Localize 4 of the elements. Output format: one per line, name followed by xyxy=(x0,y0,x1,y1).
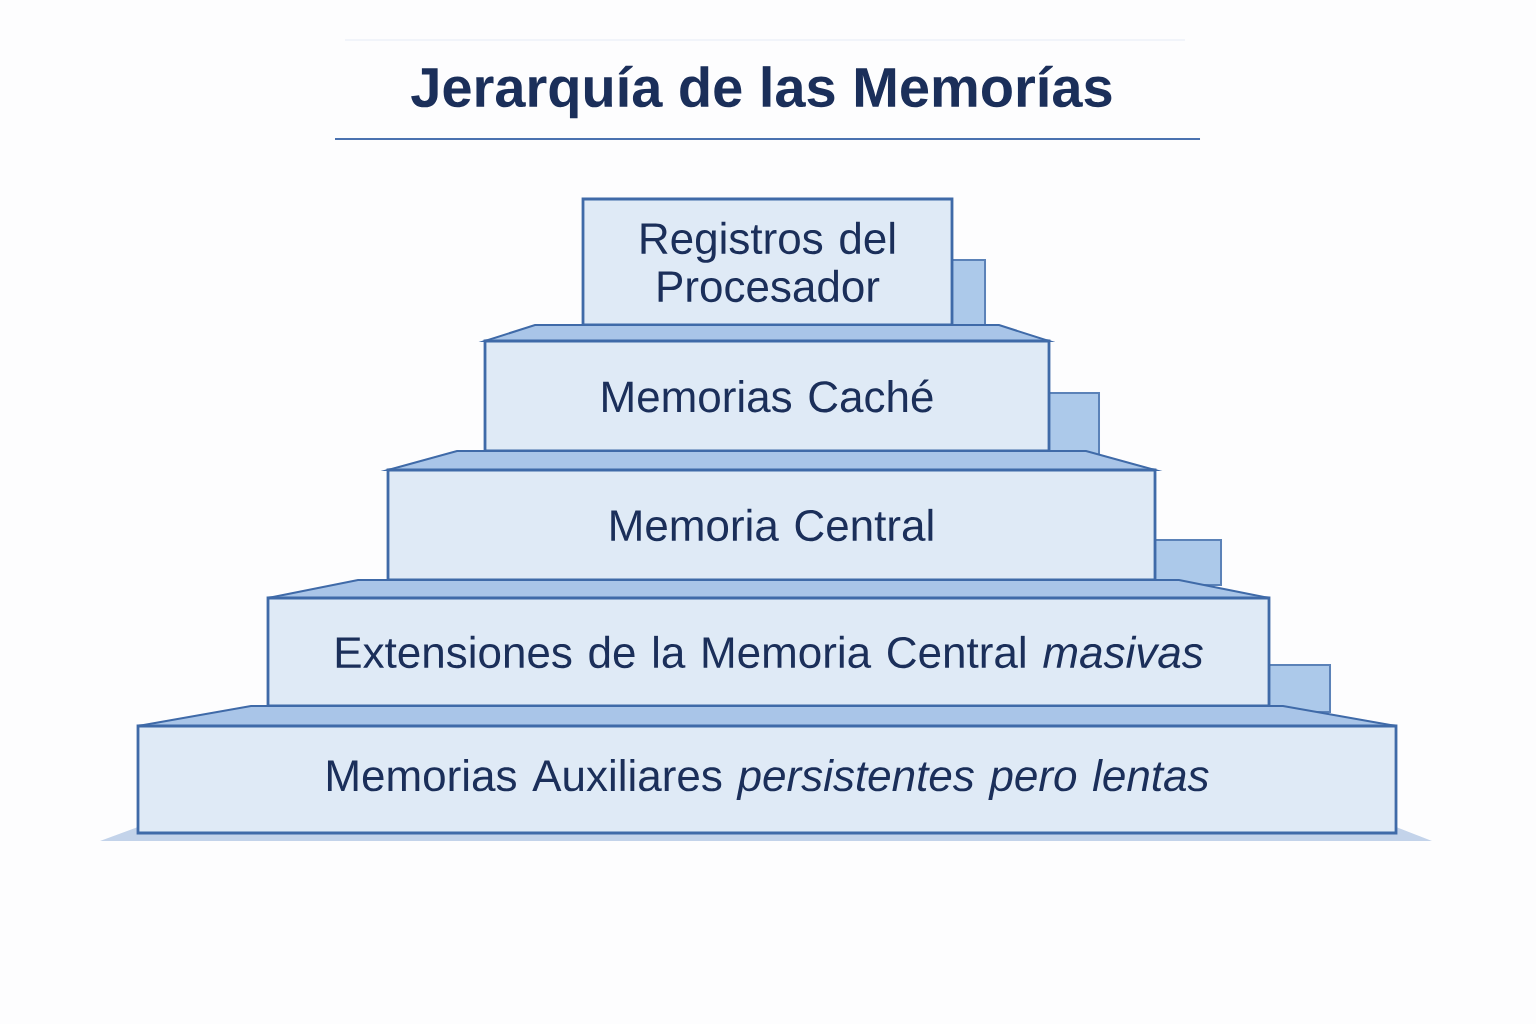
tier-step: Memorias Auxiliares persistentes pero lentas xyxy=(136,705,1398,835)
tier-step: Extensiones de la Memoria Central masivas xyxy=(266,579,1271,708)
tier-step: Registros del Procesador xyxy=(581,197,954,327)
title: Jerarquía de las Memorías xyxy=(411,65,1112,119)
